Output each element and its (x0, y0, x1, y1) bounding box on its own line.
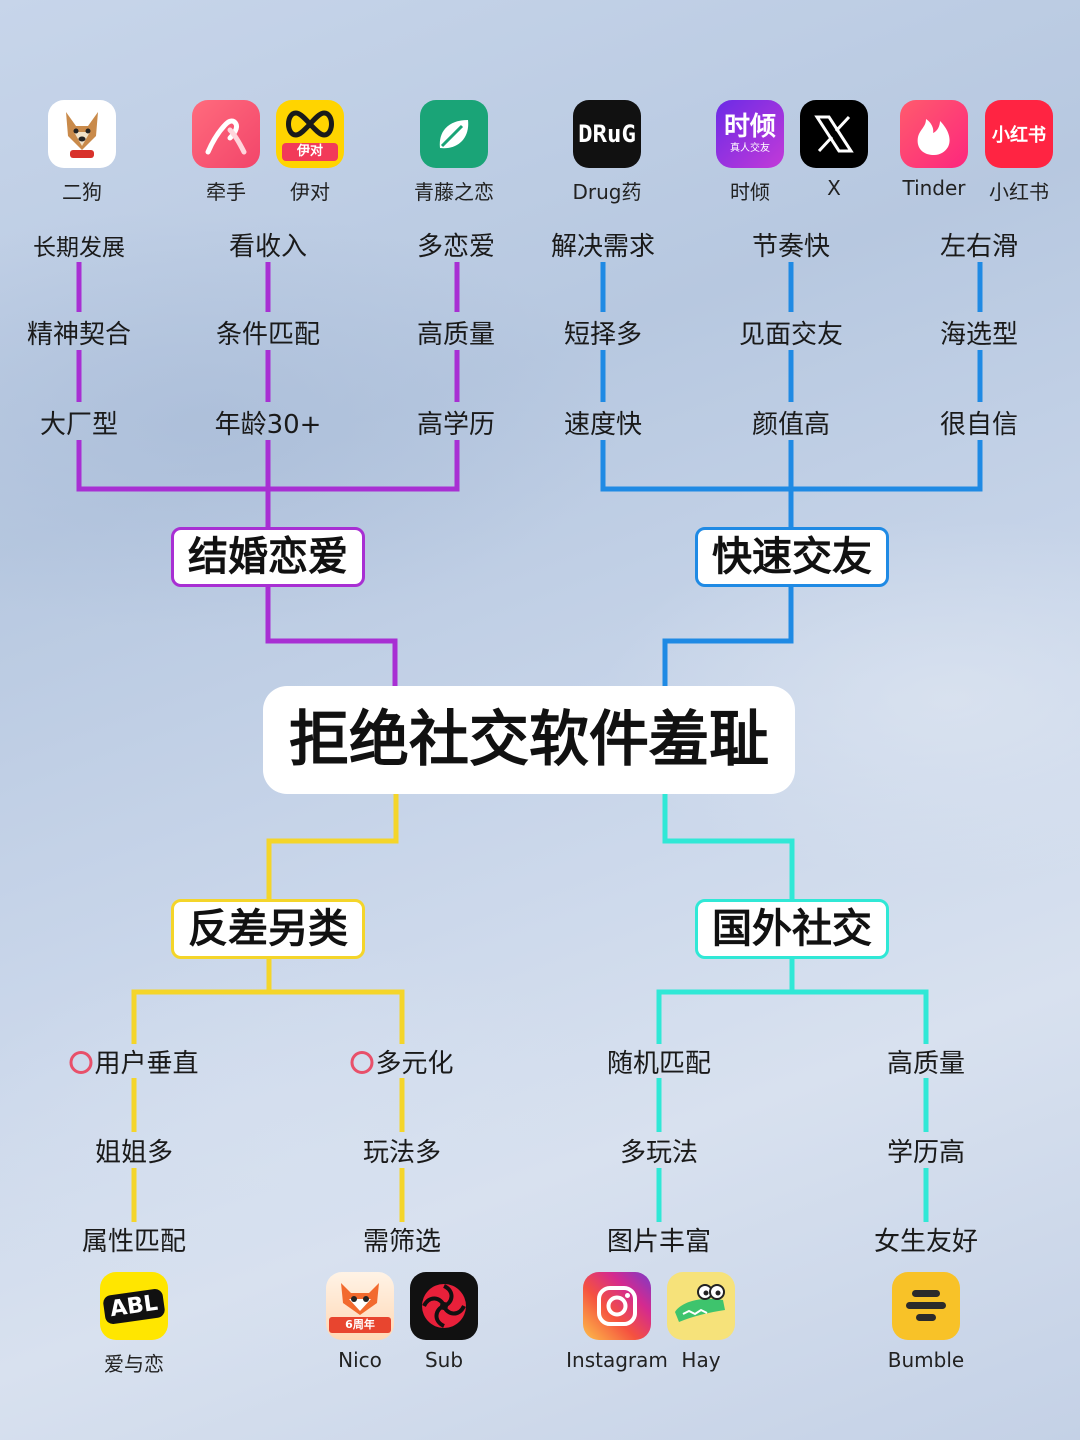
trait-label: 短择多 (563, 320, 643, 350)
trait-label: 女生友好 (873, 1227, 979, 1257)
trait-label: 学历高 (886, 1138, 966, 1168)
app-name: 二狗 (62, 180, 102, 204)
trait-label: 姐姐多 (94, 1138, 174, 1168)
app-name: Sub (424, 1348, 464, 1372)
swirl-icon (410, 1272, 478, 1340)
trait-label: 图片丰富 (606, 1227, 712, 1257)
trait-text: 多元化 (375, 1049, 454, 1079)
trait-label: 很自信 (939, 410, 1019, 440)
leaf-icon (420, 100, 488, 168)
trait-label: 见面交友 (738, 320, 844, 350)
trait-label: 多元化 (350, 1043, 454, 1080)
app-nico[interactable]: 6周年 Nico (326, 1272, 394, 1372)
nico-badge: 6周年 (329, 1317, 391, 1333)
app-qianshou[interactable]: 牵手 (192, 100, 260, 204)
drug-logo-icon: DRuG (573, 100, 641, 168)
abl-logo-text: ABL (102, 1287, 166, 1325)
app-shiqing[interactable]: 时倾 真人交友 时倾 (716, 100, 784, 204)
xiaohongshu-logo-icon: 小红书 (985, 100, 1053, 168)
camera-icon (583, 1272, 651, 1340)
trait-label: 解决需求 (550, 232, 656, 262)
shiqing-logo-sub: 真人交友 (730, 143, 770, 154)
abl-logo-icon: ABL (100, 1272, 168, 1340)
trait-label: 高质量 (416, 320, 496, 350)
app-name: Hay (681, 1348, 721, 1372)
category-foreign: 国外社交 (695, 899, 889, 959)
crocodile-icon (667, 1272, 735, 1340)
trait-label: 大厂型 (39, 410, 119, 440)
trait-label: 精神契合 (26, 320, 132, 350)
trait-label: 颜值高 (751, 410, 831, 440)
flame-icon (900, 100, 968, 168)
app-name: 时倾 (730, 180, 770, 204)
trait-label: 节奏快 (751, 232, 831, 262)
app-drug[interactable]: DRuG Drug药 (573, 100, 642, 204)
trait-label: 多恋爱 (416, 232, 496, 262)
circle-icon (69, 1051, 93, 1074)
app-yidui[interactable]: 伊对 伊对 (276, 100, 344, 204)
trait-label: 速度快 (563, 410, 643, 440)
app-hay[interactable]: Hay (667, 1272, 735, 1372)
circle-icon (350, 1051, 374, 1074)
app-x[interactable]: X (800, 100, 868, 200)
app-name: Instagram (566, 1348, 668, 1372)
trait-label: 玩法多 (362, 1138, 442, 1168)
trait-label: 条件匹配 (215, 320, 321, 350)
app-bumble[interactable]: Bumble (888, 1272, 964, 1372)
app-instagram[interactable]: Instagram (566, 1272, 668, 1372)
shiqing-logo-text: 时倾 (723, 112, 776, 142)
x-logo-icon (800, 100, 868, 168)
app-erogou[interactable]: 二狗 (48, 100, 116, 204)
app-name: Nico (338, 1348, 382, 1372)
app-aiyulian[interactable]: ABL 爱与恋 (100, 1272, 168, 1376)
holding-hands-icon (192, 100, 260, 168)
category-marriage: 结婚恋爱 (171, 527, 365, 587)
app-name: 小红书 (989, 180, 1049, 204)
bumble-lines-icon (892, 1272, 960, 1340)
trait-label: 高学历 (416, 410, 496, 440)
app-xiaohongshu[interactable]: 小红书 小红书 (985, 100, 1053, 204)
app-qingteng[interactable]: 青藤之恋 (414, 100, 494, 204)
app-name: Bumble (887, 1348, 965, 1372)
app-name: Drug药 (572, 180, 642, 204)
trait-label: 看收入 (228, 232, 308, 262)
app-name: Tinder (902, 176, 966, 200)
trait-label: 年龄30+ (214, 410, 322, 440)
trait-label: 多玩法 (619, 1138, 699, 1168)
shiqing-logo-icon: 时倾 真人交友 (716, 100, 784, 168)
app-name: 牵手 (206, 180, 246, 204)
app-name: 青藤之恋 (414, 180, 494, 204)
app-name: X (827, 176, 841, 200)
trait-text: 用户垂直 (94, 1049, 199, 1079)
trait-label: 属性匹配 (81, 1227, 187, 1257)
category-quick: 快速交友 (695, 527, 889, 587)
app-sub[interactable]: Sub (410, 1272, 478, 1372)
trait-label: 随机匹配 (606, 1049, 712, 1079)
app-name: 爱与恋 (104, 1352, 164, 1376)
trait-label: 海选型 (939, 320, 1019, 350)
trait-label: 用户垂直 (69, 1043, 199, 1080)
category-contrast: 反差另类 (171, 899, 365, 959)
trait-label: 长期发展 (33, 235, 125, 261)
yidui-badge: 伊对 (282, 143, 338, 161)
trait-label: 高质量 (886, 1049, 966, 1079)
app-name: 伊对 (290, 180, 330, 204)
dog-icon (48, 100, 116, 168)
app-tinder[interactable]: Tinder (900, 100, 968, 200)
central-title: 拒绝社交软件羞耻 (263, 686, 795, 794)
infinity-heart-icon: 伊对 (276, 100, 344, 168)
trait-label: 左右滑 (939, 232, 1019, 262)
trait-label: 需筛选 (362, 1227, 442, 1257)
fox-icon: 6周年 (326, 1272, 394, 1340)
